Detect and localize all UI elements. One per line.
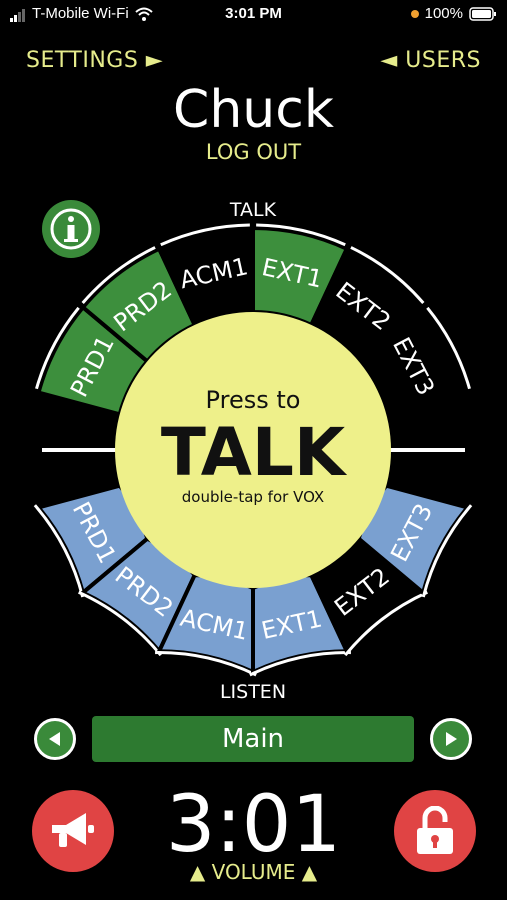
battery-group: 100% [410,5,497,22]
user-name: Chuck [173,80,334,140]
talk-section-label: TALK [229,199,277,221]
talk-text: TALK [161,414,348,491]
signal-icon [10,5,26,22]
users-link[interactable]: ◄ USERS [380,48,481,73]
talk-channel-ext3[interactable]: EXT3 [355,304,471,417]
status-bar: T-Mobile Wi-Fi 3:01 PM 100% [0,0,507,30]
battery-icon [469,6,496,21]
prev-channel-button[interactable] [34,718,76,760]
lock-button[interactable] [394,790,476,872]
press-to-text: Press to [206,386,301,414]
listen-channel-ext3[interactable]: EXT3 [356,483,473,598]
left-arrow-icon [49,732,60,746]
push-to-talk-button[interactable]: Press to TALK double-tap for VOX [115,312,391,588]
next-channel-button[interactable] [430,718,472,760]
talk-channel-prd1[interactable]: PRD1 [35,304,151,417]
listen-channel-ext1[interactable]: EXT1 [249,573,351,677]
status-time: 3:01 PM [225,5,282,22]
wifi-icon [135,7,153,21]
settings-link[interactable]: SETTINGS ► [26,48,164,73]
unlock-icon [417,806,453,854]
info-button[interactable] [42,200,100,258]
logout-link[interactable]: LOG OUT [205,140,302,164]
megaphone-button[interactable] [32,790,114,872]
megaphone-icon [52,813,94,847]
volume-control[interactable]: ▲ VOLUME ▲ [189,860,318,884]
battery-text: 100% [424,5,463,22]
location-dot-icon [410,9,419,18]
listen-section-label: LISTEN [220,681,286,703]
clock-display: 3:01 [165,780,342,870]
listen-channel-prd1[interactable]: PRD1 [33,483,150,598]
carrier-text: T-Mobile Wi-Fi [32,5,129,22]
info-icon [50,208,92,250]
vox-hint-text: double-tap for VOX [182,488,324,506]
right-arrow-icon [446,732,457,746]
listen-channel-prd2[interactable]: PRD2 [78,536,198,657]
carrier-group: T-Mobile Wi-Fi [10,5,153,22]
channel-name-bar[interactable]: Main [92,716,414,762]
